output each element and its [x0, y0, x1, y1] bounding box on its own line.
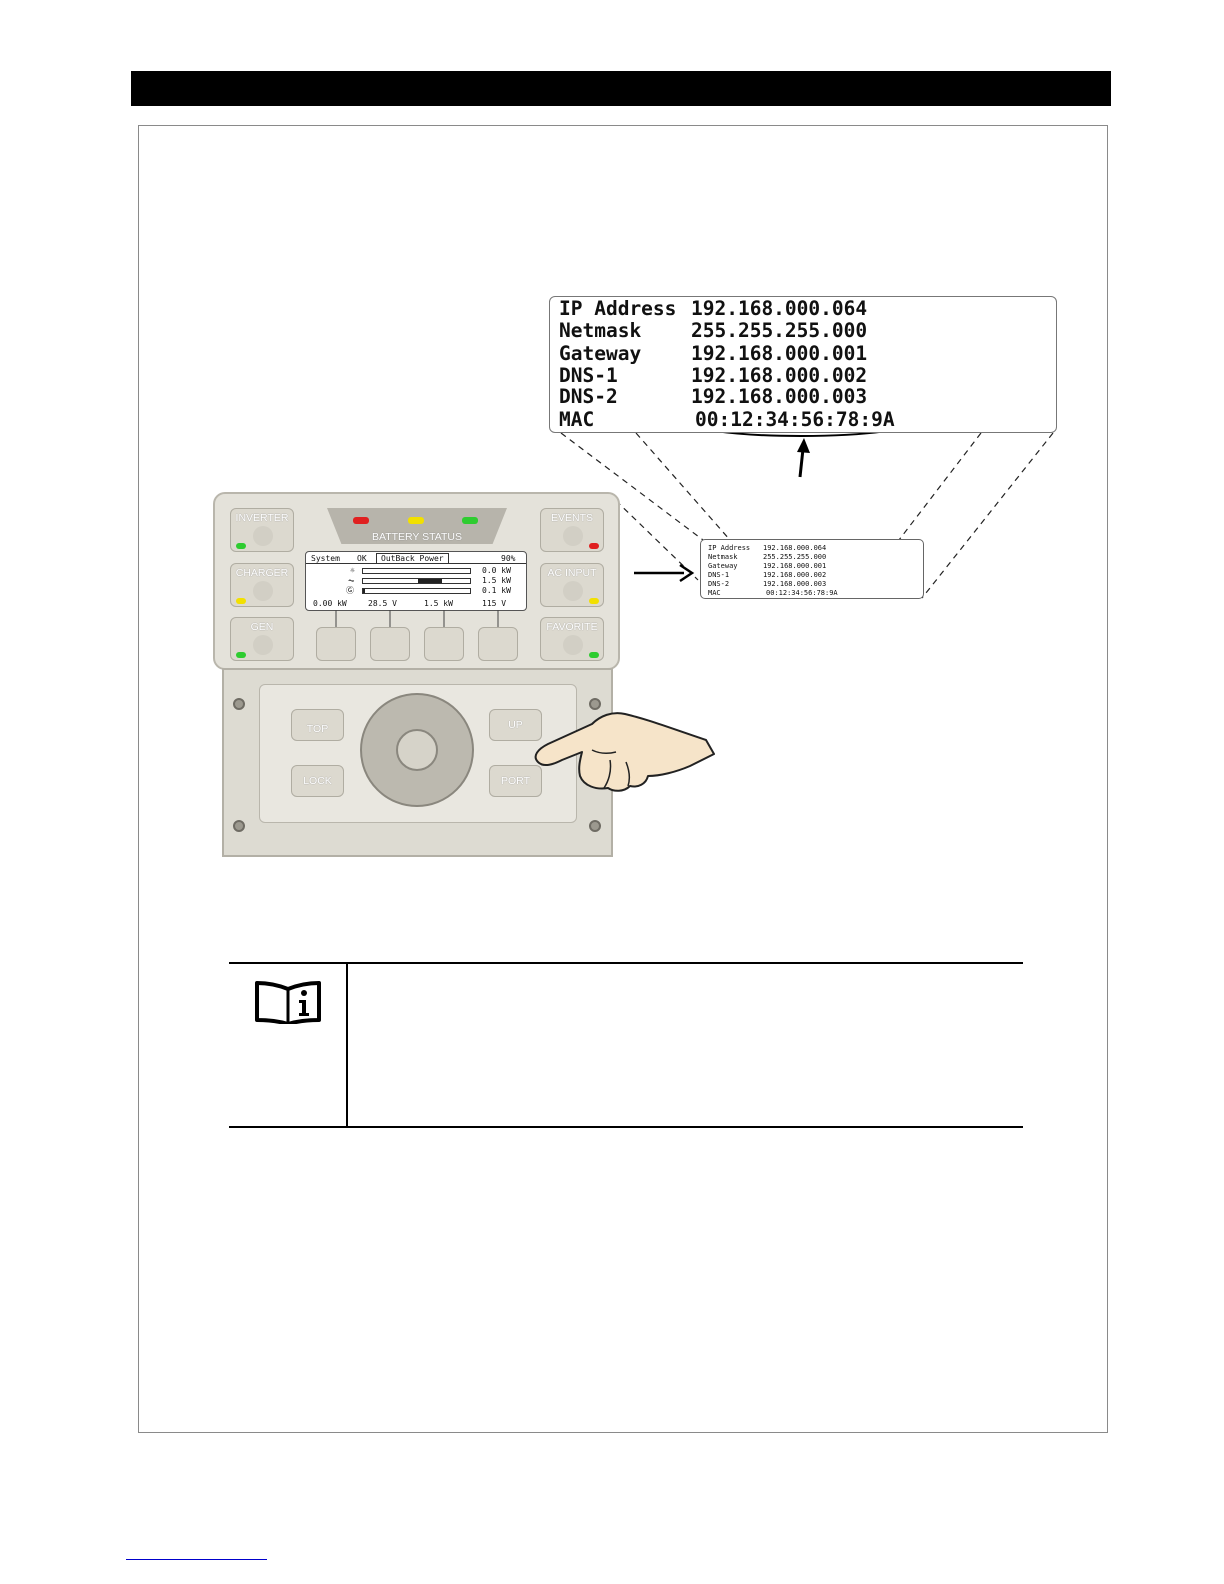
events-button-knob	[563, 526, 583, 546]
mac-arrow-shaft	[798, 448, 805, 478]
lcd-row2-value: 1.5 kW	[482, 576, 511, 585]
screw-bottom-right	[589, 820, 601, 832]
pointing-hand-illustration	[534, 712, 715, 792]
soft-key-2[interactable]	[370, 627, 410, 661]
lcd-separator	[306, 563, 526, 564]
screw-top-left	[233, 698, 245, 710]
lcd-row3-value: 0.1 kW	[482, 586, 511, 595]
panel-lcd: System OK OutBack Power 90% ☼ 0.0 kW ⏦ 1…	[305, 551, 527, 611]
lcd-bottom-pv: 0.00 kW	[313, 599, 347, 608]
ac-input-led	[589, 598, 599, 604]
lcd-inverter-icon: ⏦	[348, 576, 355, 585]
projection-line-left-outer	[560, 432, 704, 541]
footer-link-underline	[126, 1559, 267, 1560]
note-divider	[346, 962, 348, 1127]
hand-knuckle-line	[591, 749, 617, 755]
ac-input-button[interactable]: AC INPUT	[540, 563, 604, 607]
inverter-led	[236, 543, 246, 549]
content-frame	[138, 125, 1108, 1433]
lcd-bar-gen	[362, 588, 471, 594]
lcd-gen-icon: Ⓖ	[346, 586, 354, 595]
lcd-bottom-batt: 28.5 V	[368, 599, 397, 608]
soft-key-1[interactable]	[316, 627, 356, 661]
gen-button-knob	[253, 635, 273, 655]
gen-led	[236, 652, 246, 658]
events-led	[589, 543, 599, 549]
soft-key-3[interactable]	[424, 627, 464, 661]
lcd-bar-inverter	[362, 578, 471, 584]
top-button[interactable]: TOP	[291, 709, 344, 741]
lcd-bar-gen-fill	[363, 589, 365, 593]
battery-led-green	[462, 517, 478, 524]
projection-line-right-outer	[921, 432, 1054, 599]
lcd-bottom-inv: 1.5 kW	[424, 599, 453, 608]
hand-finger-line-2	[625, 761, 631, 787]
lcd-tab-ok: OK	[357, 554, 367, 563]
lcd-tab-system: System	[311, 554, 340, 563]
lcd-bar-pv	[362, 568, 471, 574]
port-button[interactable]: PORT	[489, 765, 542, 797]
favorite-led	[589, 652, 599, 658]
lcd-bottom-gen: 115 V	[482, 599, 507, 608]
lcd-bar-inverter-fill	[418, 579, 442, 583]
screw-bottom-left	[233, 820, 245, 832]
charger-button-knob	[253, 581, 273, 601]
screw-top-right	[589, 698, 601, 710]
gen-button[interactable]: GEN	[230, 617, 294, 661]
battery-status-label: BATTERY STATUS	[371, 531, 463, 543]
screen-arrow-head	[679, 563, 695, 583]
hand-finger-line-1	[603, 759, 612, 789]
lcd-row1-value: 0.0 kW	[482, 566, 511, 575]
projection-line-left-inner	[635, 432, 731, 541]
inverter-button-knob	[253, 526, 273, 546]
battery-led-yellow	[408, 517, 424, 524]
lock-button[interactable]: LOCK	[291, 765, 344, 797]
inverter-button[interactable]: INVERTER	[230, 508, 294, 552]
navigation-center-button[interactable]	[396, 729, 438, 771]
mac-arrow-head	[797, 438, 810, 453]
lcd-battery-pct: 90%	[501, 554, 516, 563]
book-info-icon	[255, 981, 321, 1024]
favorite-button-knob	[563, 635, 583, 655]
header-bar	[131, 71, 1111, 106]
favorite-button[interactable]: FAVORITE	[540, 617, 604, 661]
soft-key-4[interactable]	[478, 627, 518, 661]
up-button[interactable]: UP	[489, 709, 542, 741]
battery-led-red	[353, 517, 369, 524]
note-top-rule	[229, 962, 1023, 964]
charger-led	[236, 598, 246, 604]
events-button[interactable]: EVENTS	[540, 508, 604, 552]
lcd-pv-icon: ☼	[350, 566, 355, 575]
battery-status-indicator	[327, 508, 507, 544]
hand-shape	[534, 712, 715, 792]
charger-button[interactable]: CHARGER	[230, 563, 294, 607]
soft-key-leaders	[335, 610, 499, 627]
note-bottom-rule	[229, 1126, 1023, 1128]
projection-line-right-inner	[898, 432, 982, 541]
ac-input-button-knob	[563, 581, 583, 601]
